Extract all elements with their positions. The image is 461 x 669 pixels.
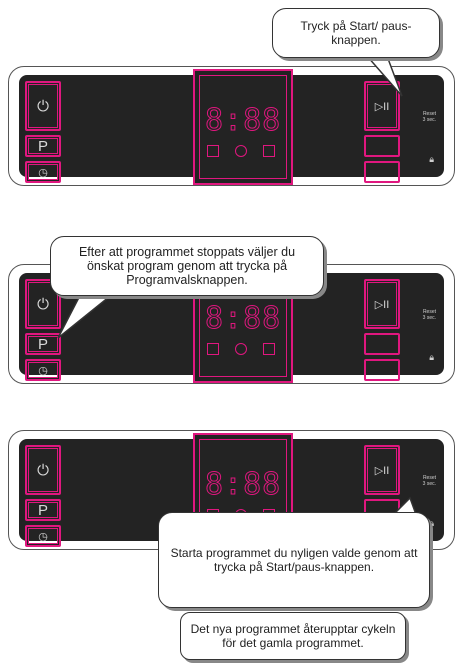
lock-icon: 🔒︎: [429, 518, 434, 528]
power-button[interactable]: ⏻: [25, 81, 61, 131]
callout-step3: Starta programmet du nyligen valde genom…: [158, 512, 430, 608]
callout-text: Efter att programmet stoppats väljer du …: [78, 245, 296, 287]
start-pause-button[interactable]: ▷II: [364, 279, 400, 329]
power-icon: ⏻: [37, 97, 49, 115]
note-text: Det nya programmet återupptar cykeln för…: [190, 622, 396, 650]
lock-icon: 🔒︎: [429, 352, 434, 362]
panel-surface: ⏻ P ◷ 8:88 ▷II Reset 3 sec. 🔒︎: [19, 69, 444, 185]
play-pause-icon: ▷II: [374, 298, 390, 311]
display-indicator: [235, 343, 247, 355]
display: 8:88: [193, 69, 293, 185]
timer-button[interactable]: ◷: [25, 161, 61, 183]
option-button[interactable]: [364, 161, 400, 183]
option-button[interactable]: [364, 333, 400, 355]
power-button[interactable]: ⏻: [25, 279, 61, 329]
power-icon: ⏻: [37, 295, 49, 313]
callout-step1: Tryck på Start/ paus-knappen.: [272, 8, 440, 58]
timer-digits: 8:88: [204, 467, 282, 503]
control-panel-1: ⏻ P ◷ 8:88 ▷II Reset 3 sec. 🔒︎: [8, 66, 455, 186]
display-indicator: [263, 343, 275, 355]
program-button[interactable]: P: [25, 333, 61, 355]
timer-digits: 8:88: [204, 103, 282, 139]
callout-step2: Efter att programmet stoppats väljer du …: [50, 236, 324, 296]
timer-button[interactable]: ◷: [25, 525, 61, 547]
power-icon: ⏻: [37, 461, 49, 479]
note-box: Det nya programmet återupptar cykeln för…: [180, 612, 406, 660]
start-pause-button[interactable]: ▷II: [364, 81, 400, 131]
lock-icon: 🔒︎: [429, 154, 434, 164]
timer-digits: 8:88: [204, 301, 282, 337]
power-button[interactable]: ⏻: [25, 445, 61, 495]
program-key-label: P: [37, 335, 48, 353]
display-indicator: [207, 343, 219, 355]
option-button[interactable]: [364, 359, 400, 381]
start-pause-button[interactable]: ▷II: [364, 445, 400, 495]
play-pause-icon: ▷II: [374, 464, 390, 477]
callout-text: Tryck på Start/ paus-knappen.: [300, 19, 412, 47]
display-indicator: [235, 145, 247, 157]
reset-label: Reset 3 sec.: [422, 475, 436, 487]
program-button[interactable]: P: [25, 499, 61, 521]
program-button[interactable]: P: [25, 135, 61, 157]
program-key-label: P: [37, 501, 48, 519]
timer-icon: ◷: [38, 166, 48, 179]
timer-icon: ◷: [38, 530, 48, 543]
option-button[interactable]: [364, 135, 400, 157]
play-pause-icon: ▷II: [374, 100, 390, 113]
reset-label: Reset 3 sec.: [422, 309, 436, 321]
display-indicator: [263, 145, 275, 157]
timer-button[interactable]: ◷: [25, 359, 61, 381]
timer-icon: ◷: [38, 364, 48, 377]
callout-text: Starta programmet du nyligen valde genom…: [170, 546, 418, 574]
program-key-label: P: [37, 137, 48, 155]
display-indicator: [207, 145, 219, 157]
reset-label: Reset 3 sec.: [422, 111, 436, 123]
